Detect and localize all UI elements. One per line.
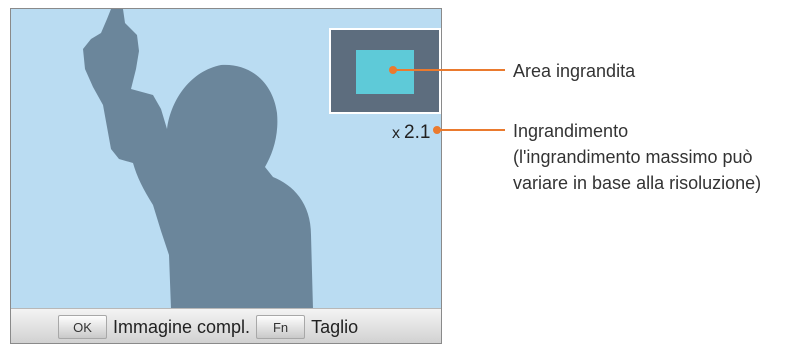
- child-silhouette-image: [83, 9, 313, 309]
- zoom-value: 2.1: [404, 122, 431, 143]
- fn-button[interactable]: Fn: [256, 315, 306, 339]
- callout-zoom-note-line2: variare in base alla risoluzione): [513, 173, 762, 193]
- callout-area: Area ingrandita: [513, 61, 636, 81]
- fn-action-label: Taglio: [311, 316, 359, 337]
- ok-action-label: Immagine compl.: [113, 316, 251, 337]
- ok-button[interactable]: OK: [58, 315, 107, 339]
- callout-dot-area: [389, 66, 397, 74]
- zoom-prefix: x: [392, 125, 400, 142]
- callout-dot-zoom: [433, 126, 441, 134]
- callout-zoom-note-line1: (l'ingrandimento massimo può: [513, 147, 753, 167]
- callout-zoom: Ingrandimento (l'ingrandimento massimo p…: [513, 118, 761, 196]
- callout-zoom-title: Ingrandimento: [513, 121, 629, 141]
- zoomed-area-indicator: [356, 50, 414, 94]
- bottom-bar: OK Immagine compl. Fn Taglio: [11, 308, 441, 343]
